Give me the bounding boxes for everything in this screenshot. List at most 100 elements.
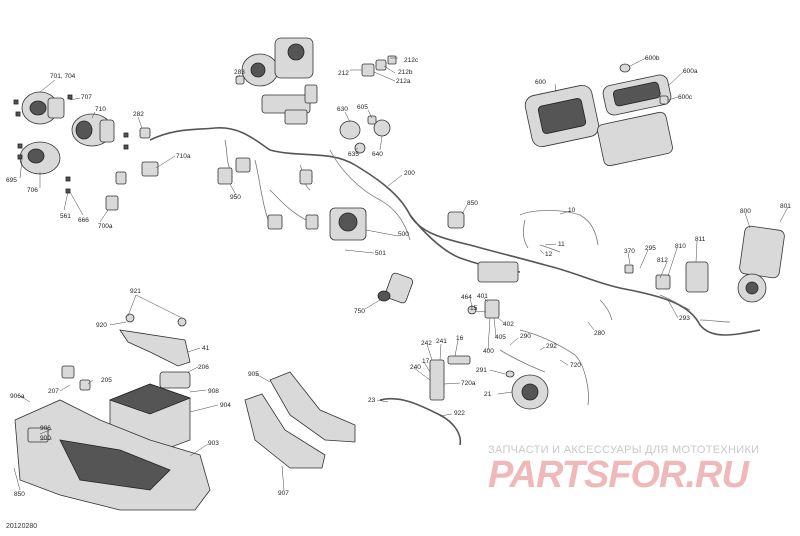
callout: 850 xyxy=(467,200,478,207)
motor-assembly-701 xyxy=(21,91,65,125)
callout: 282 xyxy=(133,111,144,118)
sensor-630-640 xyxy=(339,115,391,154)
bracket-240 xyxy=(429,355,471,401)
callout: 207 xyxy=(48,388,59,395)
callout: 206 xyxy=(198,364,209,371)
callout: 16 xyxy=(456,335,464,342)
callout: 908 xyxy=(208,388,219,395)
callout: 630 xyxy=(337,106,348,113)
callout: 907 xyxy=(278,490,289,497)
callout: 283 xyxy=(234,69,245,76)
callout: 700a xyxy=(98,223,113,230)
callout: 600a xyxy=(683,68,698,75)
callout: 906 xyxy=(40,425,51,432)
callout: 812 xyxy=(657,257,668,264)
callout: 200 xyxy=(404,170,415,177)
callout: 600 xyxy=(535,79,546,86)
callout: 242 xyxy=(421,340,432,347)
callout: 212c xyxy=(404,57,419,64)
callout: 903 xyxy=(208,440,219,447)
callout: 600b xyxy=(645,55,660,62)
callout: 900 xyxy=(40,435,51,442)
callout: 241 xyxy=(436,338,447,345)
callout: 920 xyxy=(96,322,107,329)
callout: 706 xyxy=(27,187,38,194)
callout: 720a xyxy=(461,380,476,387)
callout: 15 xyxy=(470,305,478,312)
watermark-tagline: ЗАПЧАСТИ И АКСЕССУАРЫ ДЛЯ МОТОТЕХНИКИ xyxy=(488,444,760,456)
callout: 212b xyxy=(398,69,413,76)
callout: 810 xyxy=(675,243,686,250)
callout-labels: 701, 704 707 710 282 283 710a 695 706 56… xyxy=(6,55,791,498)
connector-700a xyxy=(105,171,127,211)
diagram-id: 20120280 xyxy=(6,523,38,530)
cover-904 xyxy=(269,371,356,443)
cover-903 xyxy=(244,393,326,469)
callout: 905 xyxy=(248,371,259,378)
callout: 240 xyxy=(410,364,421,371)
callout: 290 xyxy=(520,333,531,340)
callout: 464 xyxy=(461,294,472,301)
callout: 400 xyxy=(483,348,494,355)
callout: 212 xyxy=(338,70,349,77)
callout: 950 xyxy=(230,194,241,201)
callout: 10 xyxy=(568,207,576,214)
callout: 800 xyxy=(740,208,751,215)
leader-lines xyxy=(13,57,789,491)
callout: 720 xyxy=(570,362,581,369)
callout: 500 xyxy=(398,231,409,238)
power-outlet-750 xyxy=(377,272,414,304)
bracket-401 xyxy=(467,261,519,319)
harness-connectors-950 xyxy=(217,157,319,230)
relay-212 xyxy=(361,55,397,77)
bracket-810-811 xyxy=(624,261,709,293)
callout: 561 xyxy=(60,213,71,220)
grommet-850 xyxy=(447,211,465,229)
callout: 370 xyxy=(624,248,635,255)
motor-assembly-710 xyxy=(71,113,115,147)
callout: 710a xyxy=(176,153,191,160)
main-wiring-harness xyxy=(149,127,761,406)
callout: 205 xyxy=(101,377,112,384)
bracket-920 xyxy=(119,313,191,367)
battery-tray-905 xyxy=(14,399,211,511)
module-800 xyxy=(737,225,785,303)
callout: 850 xyxy=(14,491,25,498)
callout: 707 xyxy=(81,94,92,101)
callout: 21 xyxy=(484,391,492,398)
throttle-body-assembly xyxy=(235,37,318,125)
callout: 605 xyxy=(357,104,368,111)
callout: 922 xyxy=(454,410,465,417)
callout: 695 xyxy=(6,177,17,184)
callout: 292 xyxy=(546,343,557,350)
callout: 801 xyxy=(780,203,791,210)
callout: 904 xyxy=(220,402,231,409)
callout: 666 xyxy=(78,217,89,224)
callout: 293 xyxy=(679,315,690,322)
callout: 212a xyxy=(396,78,411,85)
callout: 600c xyxy=(678,94,693,101)
fuse-box-600 xyxy=(524,63,673,167)
callout: 811 xyxy=(695,236,706,243)
clip-206 xyxy=(61,365,91,391)
callout: 41 xyxy=(202,345,210,352)
callout: 295 xyxy=(645,245,656,252)
callout: 921 xyxy=(130,288,141,295)
callout: 640 xyxy=(372,151,383,158)
motor-assembly-706 xyxy=(19,141,61,175)
callout: 401 xyxy=(477,293,488,300)
callout: 750 xyxy=(354,308,365,315)
callout: 23 xyxy=(368,397,376,404)
callout: 17 xyxy=(422,358,430,365)
module-500 xyxy=(329,207,367,241)
connector-282 xyxy=(139,127,159,177)
callout: 12 xyxy=(545,251,553,258)
callout: 906a xyxy=(10,393,25,400)
fasteners-left xyxy=(13,94,129,194)
callout: 291 xyxy=(476,367,487,374)
callout: 501 xyxy=(375,250,386,257)
watermark-logo: PARTSFOR.RU xyxy=(488,454,749,496)
callout: 701, 704 xyxy=(50,73,76,80)
